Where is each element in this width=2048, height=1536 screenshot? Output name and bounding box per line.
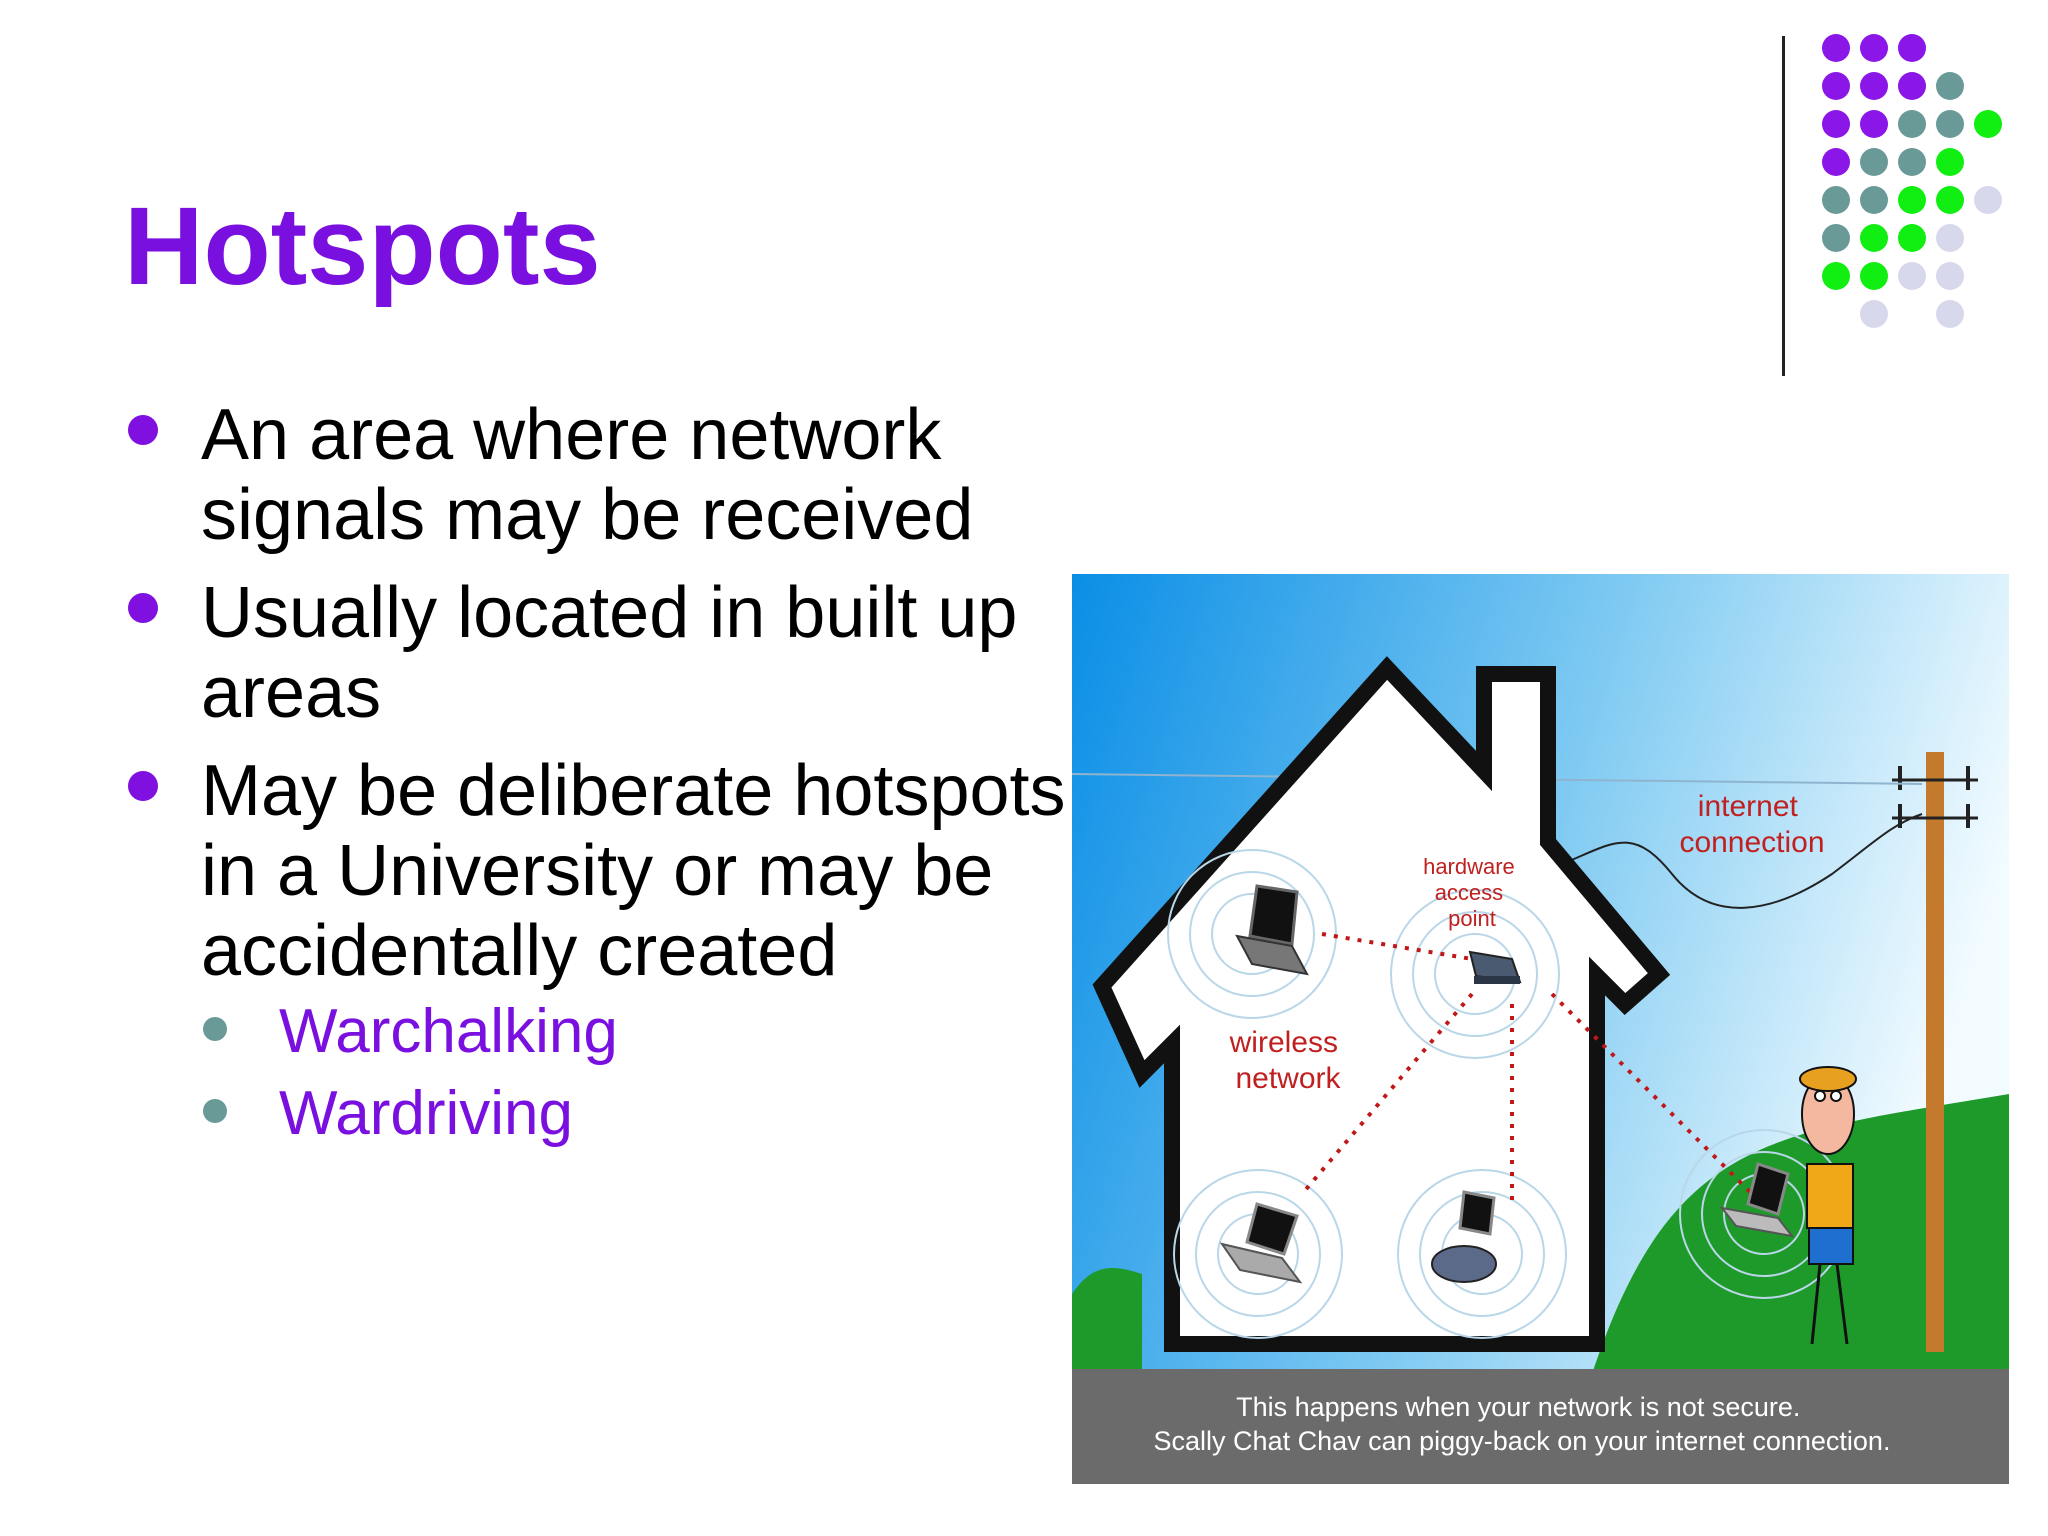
bullet-list: An area where network signals may be rec…	[124, 395, 1084, 1173]
ground-caption-bar	[1072, 1369, 2009, 1484]
decorative-dot	[1860, 224, 1888, 252]
decorative-dot-grid	[1822, 34, 2002, 328]
laptop-icon	[1235, 884, 1309, 976]
decorative-dot	[1936, 148, 1964, 176]
bullet-dot-icon	[128, 593, 158, 623]
internet-cable	[1561, 813, 1923, 909]
decorative-dot	[1860, 186, 1888, 214]
sub-bullet-item-wardriving: Wardriving	[201, 1073, 1084, 1155]
bullet-item-3: May be deliberate hotspots in a Universi…	[124, 751, 1084, 1155]
decorative-dot	[1822, 262, 1850, 290]
bullet-text: Usually located in built up areas	[201, 573, 1018, 733]
bullet-item-2: Usually located in built up areas	[124, 573, 1084, 733]
house-icon	[1092, 656, 1671, 1352]
sub-bullet-text: Wardriving	[279, 1079, 573, 1148]
decorative-dot	[1860, 262, 1888, 290]
sub-bullet-text: Warchalking	[279, 997, 618, 1066]
bullet-item-1: An area where network signals may be rec…	[124, 395, 1084, 555]
sub-bullet-list: Warchalking Wardriving	[201, 991, 1084, 1155]
decorative-dot	[1860, 72, 1888, 100]
decorative-dot	[1936, 224, 1964, 252]
laptop-icon	[1219, 1202, 1303, 1284]
green-hill-left	[1072, 1268, 1142, 1374]
decorative-dot	[1936, 110, 1964, 138]
bullet-text: May be deliberate hotspots in a Universi…	[201, 751, 1066, 991]
decorative-dot	[1898, 262, 1926, 290]
bullet-dot-icon	[128, 771, 158, 801]
decorative-dot	[1860, 34, 1888, 62]
laptop-icon	[1719, 1162, 1795, 1238]
decorative-dot	[1936, 186, 1964, 214]
laptop-icon	[1431, 1190, 1497, 1283]
signal-rings	[1167, 849, 1849, 1339]
sub-bullet-dot-icon	[203, 1017, 227, 1041]
decorative-dot	[1822, 148, 1850, 176]
decorative-dot	[1822, 110, 1850, 138]
green-hill	[1592, 1094, 2009, 1374]
decorative-dot	[1860, 300, 1888, 328]
decorative-dot	[1822, 186, 1850, 214]
decorative-dot	[1974, 110, 2002, 138]
person-figure	[1799, 1066, 1857, 1345]
label-internet-connection: internet connection	[1679, 790, 1824, 859]
decorative-dot	[1822, 224, 1850, 252]
access-point-icon	[1468, 950, 1522, 984]
decorative-dot	[1936, 72, 1964, 100]
bullet-text: An area where network signals may be rec…	[201, 395, 974, 555]
decorative-dot	[1898, 34, 1926, 62]
decorative-dot	[1974, 186, 2002, 214]
sub-bullet-item-warchalking: Warchalking	[201, 991, 1084, 1073]
decorative-dot	[1860, 148, 1888, 176]
decorative-dot	[1822, 72, 1850, 100]
decorative-dot	[1936, 262, 1964, 290]
label-wireless-network: wireless network	[1229, 1026, 1347, 1095]
decorative-dot	[1898, 224, 1926, 252]
label-hardware-access-point: hardware access point	[1423, 854, 1521, 931]
bullet-dot-icon	[128, 415, 158, 445]
hotspot-illustration: internet connection hardware access poin…	[1072, 574, 2009, 1484]
wireless-links	[1300, 932, 1754, 1204]
illustration-caption: This happens when your network is not se…	[1154, 1392, 1891, 1456]
decorative-dot	[1898, 148, 1926, 176]
utility-pole	[1892, 752, 1978, 1352]
decorative-dot	[1936, 300, 1964, 328]
decorative-dot	[1898, 186, 1926, 214]
decorative-dot	[1898, 72, 1926, 100]
decorative-dot	[1898, 110, 1926, 138]
decorative-dot	[1822, 34, 1850, 62]
decorative-dot	[1860, 110, 1888, 138]
title-divider-line	[1782, 36, 1785, 376]
slide-title: Hotspots	[124, 185, 601, 308]
sub-bullet-dot-icon	[203, 1099, 227, 1123]
